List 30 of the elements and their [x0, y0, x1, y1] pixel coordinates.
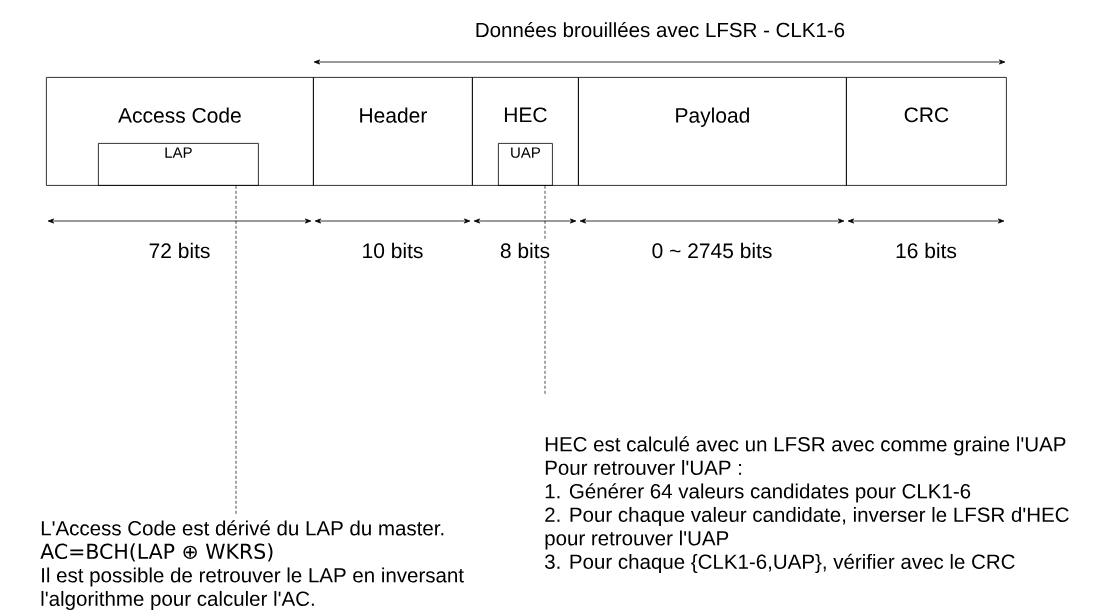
note-text: 2. Pour chaque valeur candidate, inverser le LFSR d'HEC pour retrouver l'UAP: [545, 506, 1069, 550]
leader-line: [235, 185, 237, 516]
subfield-box: [98, 143, 259, 186]
subfield-box: [498, 143, 553, 186]
box-label: UAP: [511, 147, 541, 158]
dimension-label: 8 bits: [500, 242, 550, 259]
note-text: L'Access Code est dérivé du LAP du master.: [41, 520, 444, 536]
note-text: AC=BCH(LAP ⊕ WKRS): [40, 543, 273, 562]
note-text: Il est possible de retrouver le LAP en inversant l'algorithme pour calculer l'AC.: [41, 567, 464, 611]
dimension-label: 0 ~ 2745 bits: [652, 242, 772, 259]
field-box: [313, 77, 473, 186]
dimension-label: 72 bits: [149, 242, 210, 259]
box-label: Header: [360, 107, 427, 123]
field-box: [46, 77, 314, 186]
note-text: 1. Générer 64 valeurs candidates pour CLK1-6: [545, 483, 971, 503]
box-label: CRC: [904, 107, 949, 123]
field-box: [472, 77, 579, 186]
box-label: HEC: [504, 107, 547, 123]
box-label: Access Code: [118, 107, 241, 123]
dimension-label: 10 bits: [363, 242, 423, 259]
note-text: 3. Pour chaque {CLK1-6,UAP}, vérifier avec le CRC: [545, 553, 1015, 574]
dimension-label: Données brouillées avec LFSR - CLK1-6: [476, 21, 845, 38]
dimension-label: 16 bits: [896, 242, 957, 259]
box-label: Payload: [676, 107, 749, 127]
field-box: [846, 77, 1007, 186]
box-label: LAP: [165, 147, 192, 158]
note-text: HEC est calculé avec un LFSR avec comme graine l'UAP: [545, 436, 1066, 456]
leader-line: [544, 185, 546, 395]
note-text: Pour retrouver l'UAP :: [545, 459, 742, 475]
field-box: [578, 77, 847, 186]
